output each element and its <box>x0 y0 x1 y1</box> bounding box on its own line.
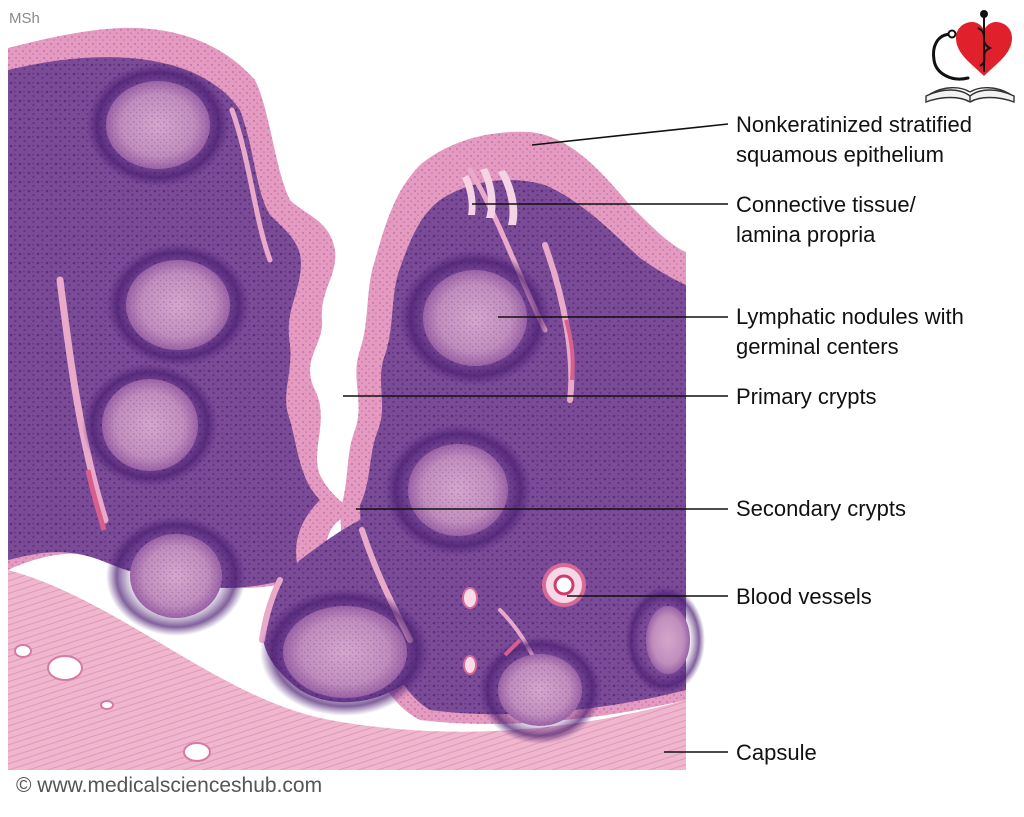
label-line: germinal centers <box>736 334 899 359</box>
label-connective-tissue: Connective tissue/ lamina propria <box>736 190 916 250</box>
leader-lines <box>343 123 729 753</box>
open-book-icon <box>925 87 1015 104</box>
nodule <box>106 243 250 367</box>
lamina-propria-fingers <box>462 168 518 225</box>
nodule <box>384 424 532 556</box>
label-capsule: Capsule <box>736 738 817 768</box>
nodule <box>86 63 230 187</box>
blood-vessel <box>85 469 107 531</box>
blood-vessel <box>542 563 586 607</box>
blood-vessels <box>85 319 586 675</box>
nodule <box>82 363 218 487</box>
label-line: Blood vessels <box>736 584 872 609</box>
author-tag: MSh <box>9 10 40 27</box>
label-line: lamina propria <box>736 222 876 247</box>
stethoscope-icon <box>932 32 970 81</box>
label-blood-vessels: Blood vessels <box>736 582 872 612</box>
label-line: Nonkeratinized stratified <box>736 112 973 137</box>
label-primary-crypts: Primary crypts <box>736 382 877 412</box>
nodule <box>260 588 430 716</box>
nodule <box>478 636 602 744</box>
capsule-lumens <box>14 644 211 762</box>
label-line: Primary crypts <box>736 384 877 409</box>
copyright-notice: © www.medicalscienceshub.com <box>16 774 323 797</box>
caduceus-icon <box>977 10 993 72</box>
lymphatic-nodules <box>82 63 705 744</box>
label-line: Capsule <box>736 740 817 765</box>
blood-vessel <box>463 655 477 675</box>
blood-vessel <box>503 638 522 657</box>
nodule <box>399 250 551 386</box>
label-line: Connective tissue/ <box>736 192 916 217</box>
blood-vessel <box>462 587 478 609</box>
label-lymphatic-nodules: Lymphatic nodules with germinal centers <box>736 302 964 362</box>
label-line: Lymphatic nodules with <box>736 304 964 329</box>
medical-heart-book-logo <box>925 10 1015 104</box>
nodule <box>106 516 246 636</box>
leader-epithelium <box>531 123 729 146</box>
label-line: squamous epithelium <box>736 142 944 167</box>
label-epithelium: Nonkeratinized stratified squamous epith… <box>736 110 972 170</box>
blood-vessel <box>564 319 575 381</box>
nodule <box>625 586 705 694</box>
label-secondary-crypts: Secondary crypts <box>736 494 906 524</box>
label-line: Secondary crypts <box>736 496 906 521</box>
